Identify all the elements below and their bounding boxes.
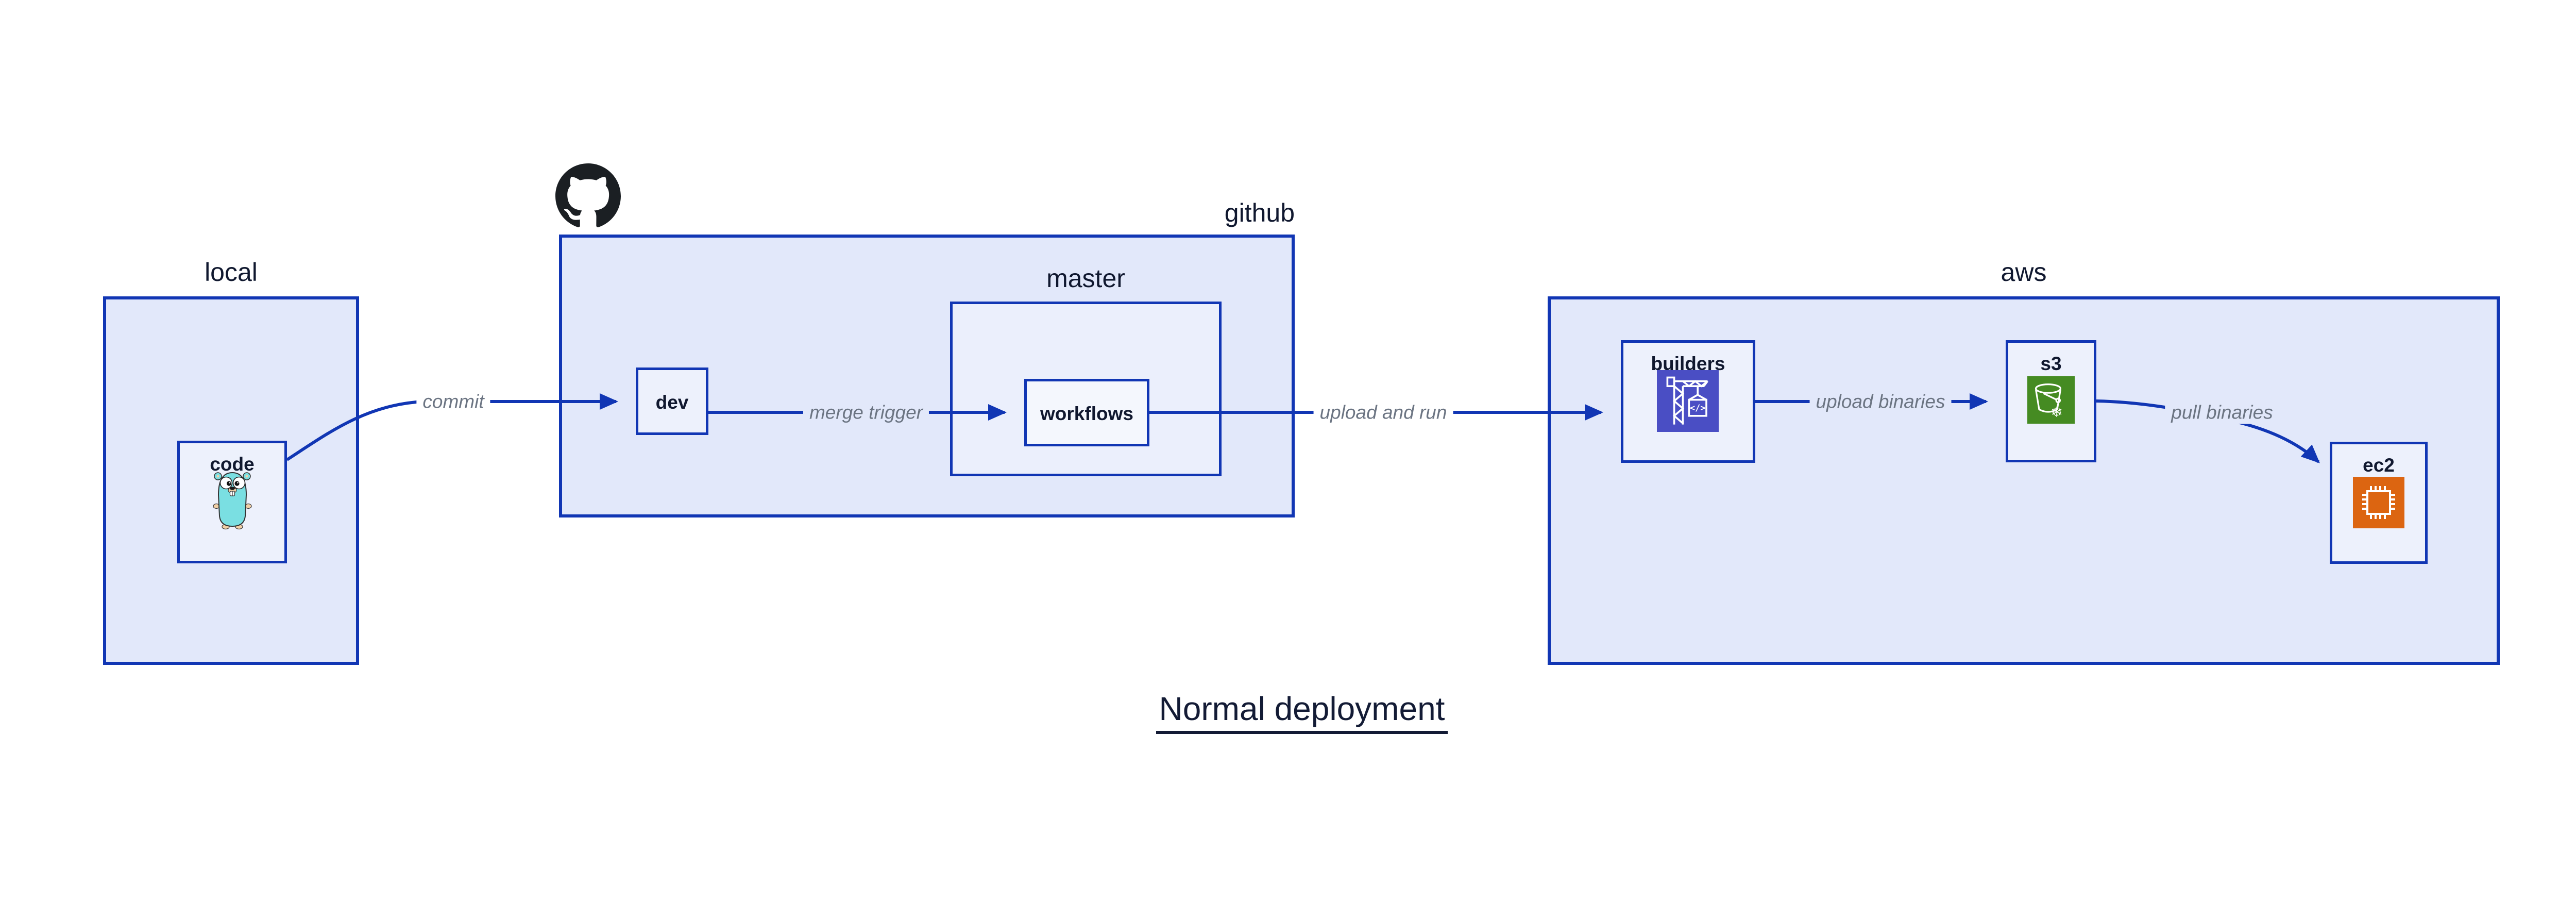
- group-label-aws: aws: [2001, 258, 2047, 287]
- s3-bucket-icon: ❄: [2027, 376, 2075, 424]
- node-label-dev: dev: [655, 392, 689, 413]
- diagram-title: Normal deployment: [1156, 691, 1448, 734]
- node-dev: dev: [636, 368, 708, 435]
- edge-label-commit: commit: [416, 390, 490, 413]
- edge-label-pull-binaries: pull binaries: [2165, 400, 2279, 424]
- group-label-github: github: [1224, 198, 1295, 227]
- codebuild-code-glyph: </>: [1690, 403, 1705, 413]
- node-label-ec2: ec2: [2363, 455, 2395, 476]
- edge-label-upload-binaries: upload binaries: [1809, 390, 1952, 413]
- node-label-code: code: [210, 454, 255, 475]
- group-label-master: master: [1046, 264, 1125, 293]
- edge-label-upload-and-run: upload and run: [1313, 400, 1453, 424]
- ec2-chip-icon: [2353, 477, 2404, 528]
- group-label-local: local: [205, 258, 258, 287]
- go-gopher-icon: [212, 468, 253, 531]
- title-wrap: Normal deployment: [0, 691, 2576, 734]
- s3-snowflake-glyph: ❄: [2050, 404, 2062, 421]
- node-label-s3: s3: [2040, 353, 2062, 374]
- github-octocat-icon: [555, 163, 621, 229]
- node-label-builders: builders: [1651, 353, 1725, 374]
- edge-label-merge-trigger: merge trigger: [803, 400, 929, 424]
- node-label-workflows: workflows: [1040, 403, 1133, 424]
- codebuild-crane-icon: </>: [1657, 370, 1719, 432]
- node-workflows: workflows: [1024, 379, 1149, 446]
